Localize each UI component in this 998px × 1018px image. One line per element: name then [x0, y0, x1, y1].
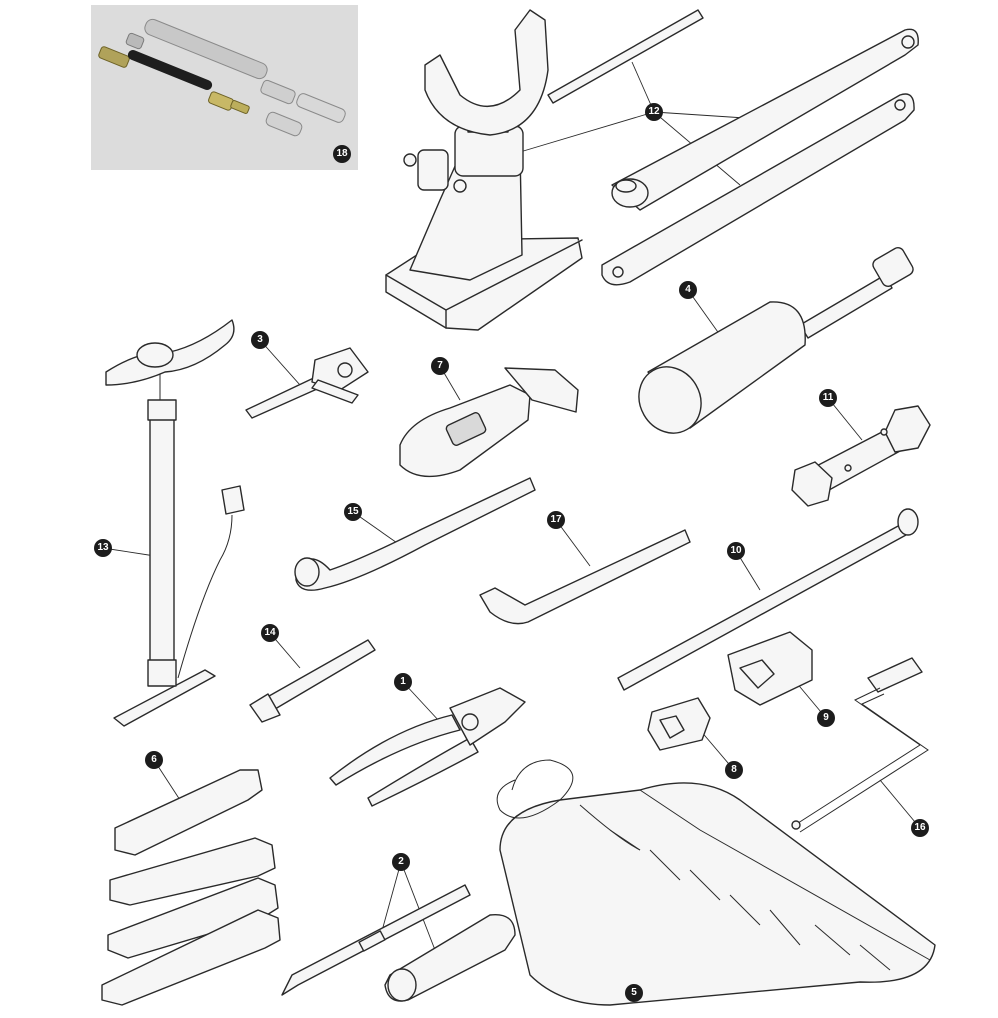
callout-15: 15	[344, 503, 362, 521]
callout-16: 16	[911, 819, 929, 837]
large-box-spanner-icon	[727, 631, 813, 706]
callout-17: 17	[547, 511, 565, 529]
callout-1: 1	[394, 673, 412, 691]
screwdriver-icon	[281, 884, 516, 1002]
open-spanners-icon	[101, 769, 281, 1006]
callout-10: 10	[727, 542, 745, 560]
hex-key-icon	[479, 529, 691, 625]
chrome-extension-icon	[125, 18, 346, 123]
callout-8: 8	[725, 761, 743, 779]
long-tommy-bar-icon	[617, 508, 919, 691]
tyre-pump-icon	[105, 319, 245, 727]
tommy-bar-icon	[547, 9, 704, 104]
valve-extension-photo	[91, 5, 358, 170]
hook-spanner-icon	[294, 477, 536, 591]
callout-3: 3	[251, 331, 269, 349]
callout-4: 4	[679, 281, 697, 299]
drift-punch-icon	[249, 639, 376, 723]
box-spanner-handle-icon	[611, 28, 919, 211]
crank-handle-icon	[791, 657, 929, 833]
callout-9: 9	[817, 709, 835, 727]
tool-roll-icon	[496, 759, 936, 1006]
callout-5: 5	[625, 984, 643, 1002]
flat-bar-wrench-icon	[601, 93, 915, 286]
rubber-hose-icon	[98, 46, 250, 114]
stand-support-icon	[385, 9, 583, 331]
flat-key-icon	[245, 347, 369, 419]
callout-12: 12	[645, 103, 663, 121]
callout-7: 7	[431, 357, 449, 375]
callout-2: 2	[392, 853, 410, 871]
callout-18: 18	[333, 145, 351, 163]
valve-extension-photo-art	[98, 18, 346, 137]
callout-11: 11	[819, 389, 837, 407]
double-box-spanner-icon	[791, 405, 931, 507]
callout-6: 6	[145, 751, 163, 769]
valve-adapter-icon	[265, 111, 303, 137]
callout-13: 13	[94, 539, 112, 557]
adjustable-spanner-icon	[399, 367, 579, 478]
callout-14: 14	[261, 624, 279, 642]
plug-spanner-icon	[638, 247, 914, 434]
small-box-spanner-icon	[647, 697, 711, 751]
pliers-icon	[329, 687, 526, 807]
